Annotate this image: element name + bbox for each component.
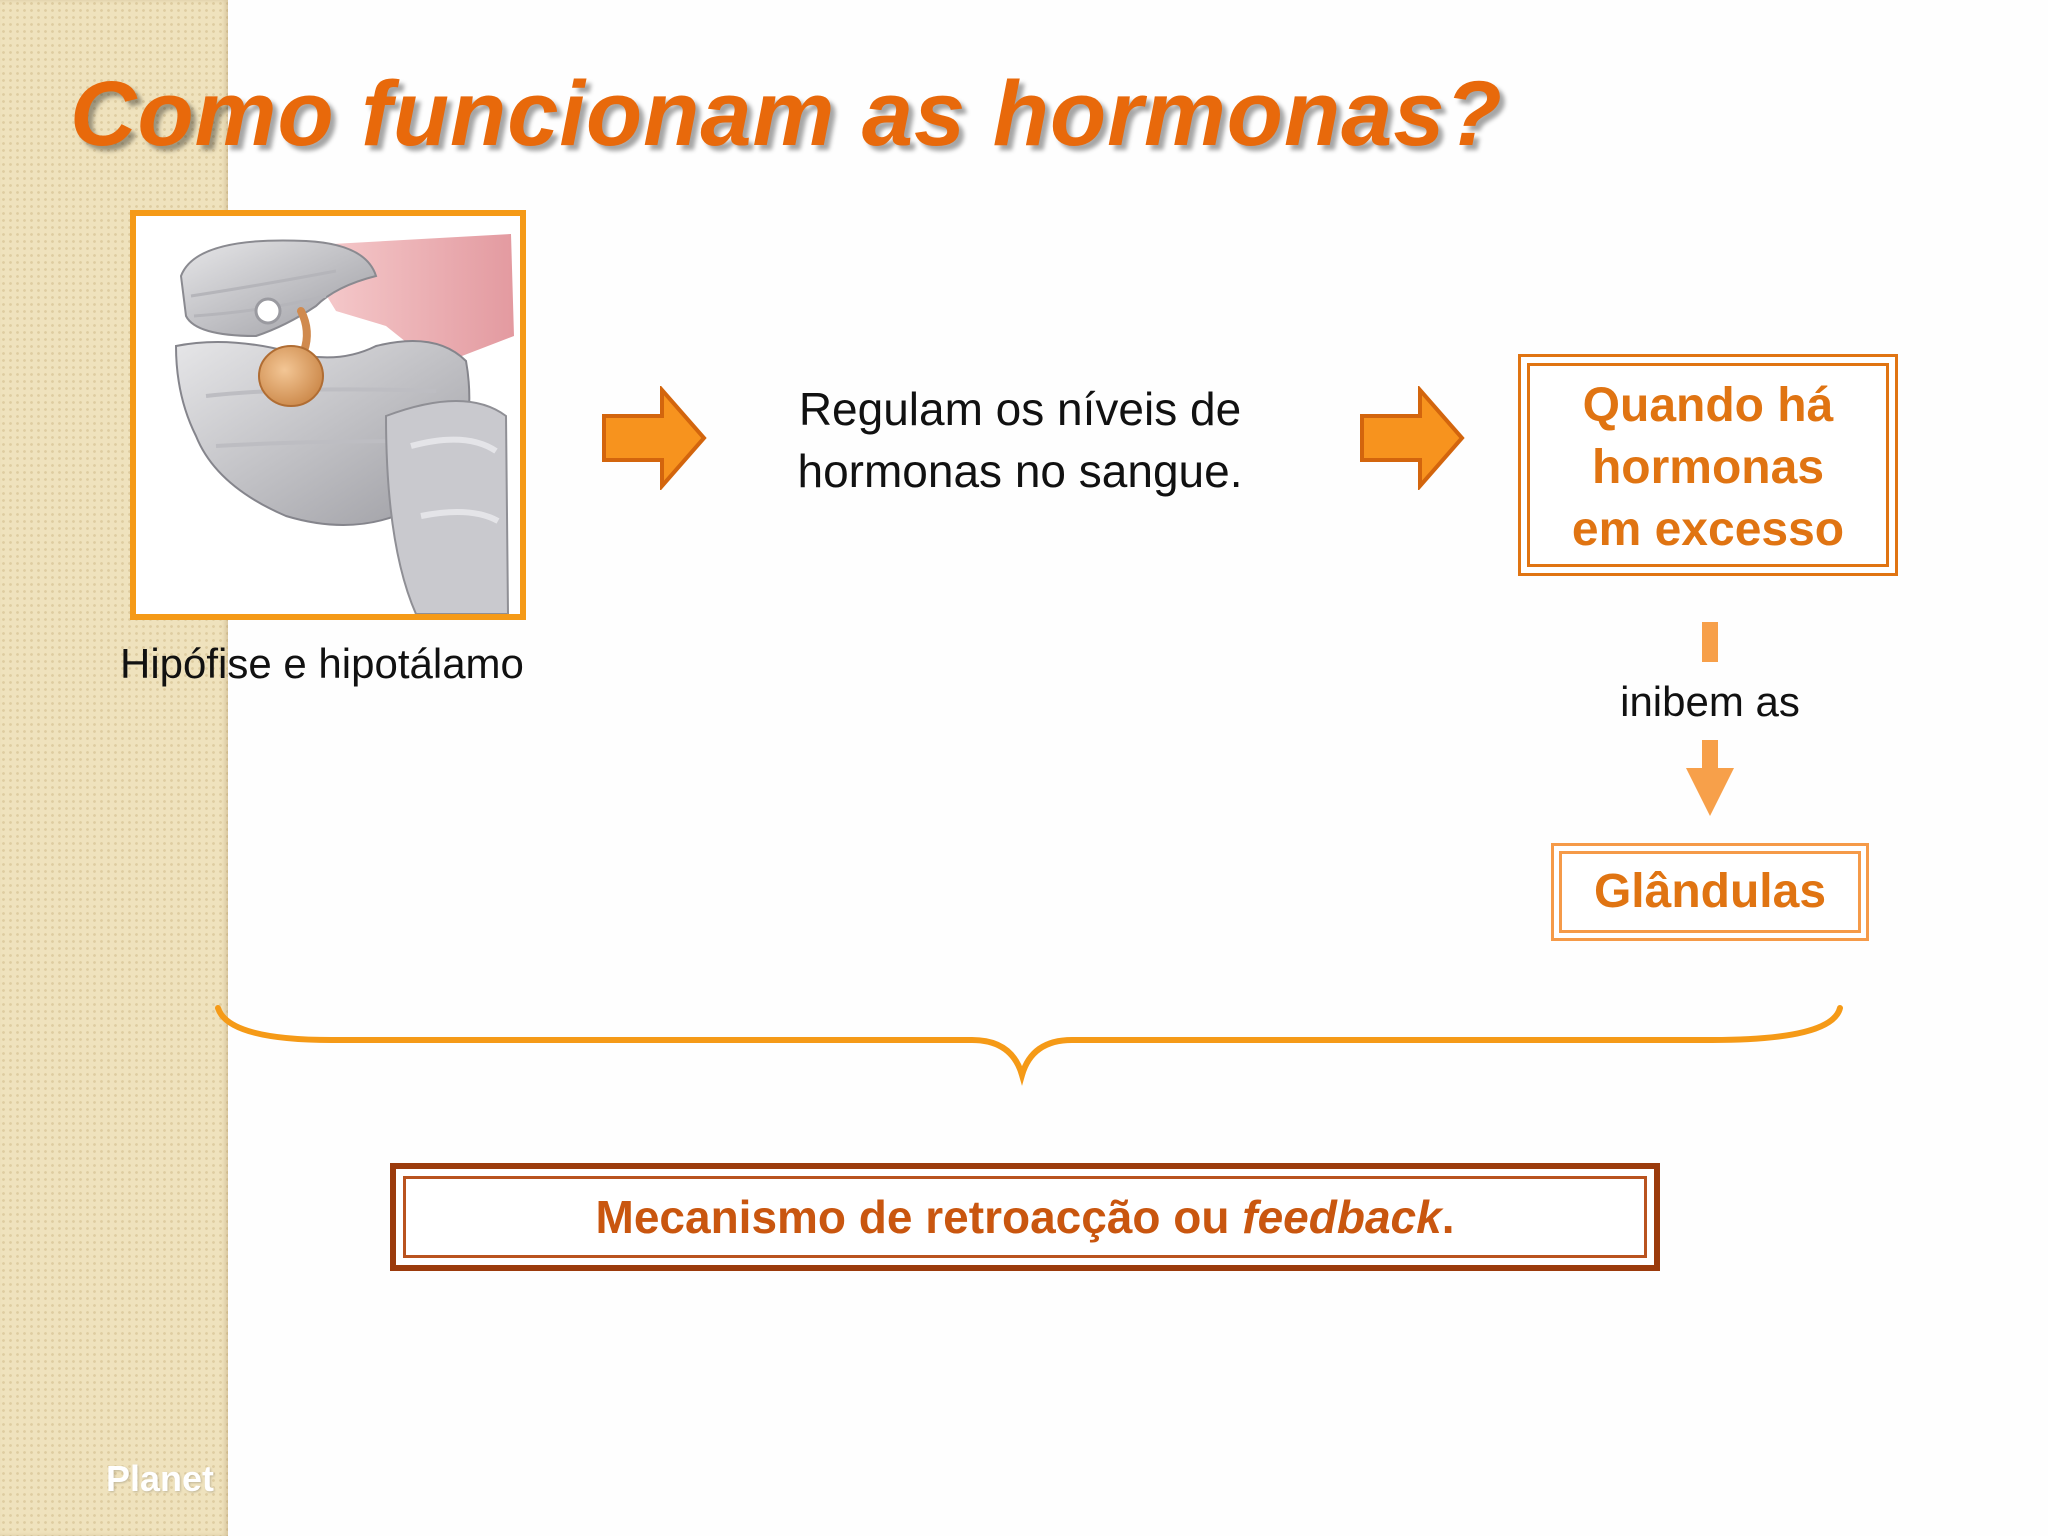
excess-box-line-1: Quando há	[1582, 379, 1834, 432]
inhibit-label: inibem as	[1620, 678, 1800, 725]
excess-hormones-box: Quando há hormonas em excesso	[1518, 354, 1898, 576]
regulation-text-line-1: Regulam os níveis de	[798, 383, 1242, 435]
arrow-right-icon	[602, 386, 707, 490]
arrow-right-icon	[1360, 386, 1465, 490]
slide-title: Como funcionam as hormonas?	[70, 63, 1503, 165]
arrow-down-icon	[1686, 622, 1734, 816]
curly-brace	[215, 1005, 1843, 1086]
pituitary-illustration	[174, 234, 514, 615]
illustration-caption: Hipófise e hipotálamo	[120, 640, 524, 687]
feedback-text-prefix: Mecanismo de retroacção ou	[595, 1191, 1243, 1243]
excess-box-line-2: hormonas	[1591, 441, 1825, 494]
pituitary-illustration-frame	[130, 210, 526, 620]
excess-box-line-3: em excesso	[1571, 503, 1845, 556]
glands-box: Glândulas	[1551, 843, 1869, 941]
feedback-text-suffix: .	[1441, 1191, 1455, 1243]
regulation-text-line-2: hormonas no sangue.	[797, 445, 1243, 497]
feedback-text-italic: feedback	[1242, 1191, 1442, 1243]
feedback-mechanism-box: Mecanismo de retroacção ou feedback.	[390, 1163, 1660, 1271]
regulation-text: Regulam os níveis de hormonas no sangue.	[740, 378, 1300, 502]
footer-watermark: Planet	[106, 1458, 215, 1499]
